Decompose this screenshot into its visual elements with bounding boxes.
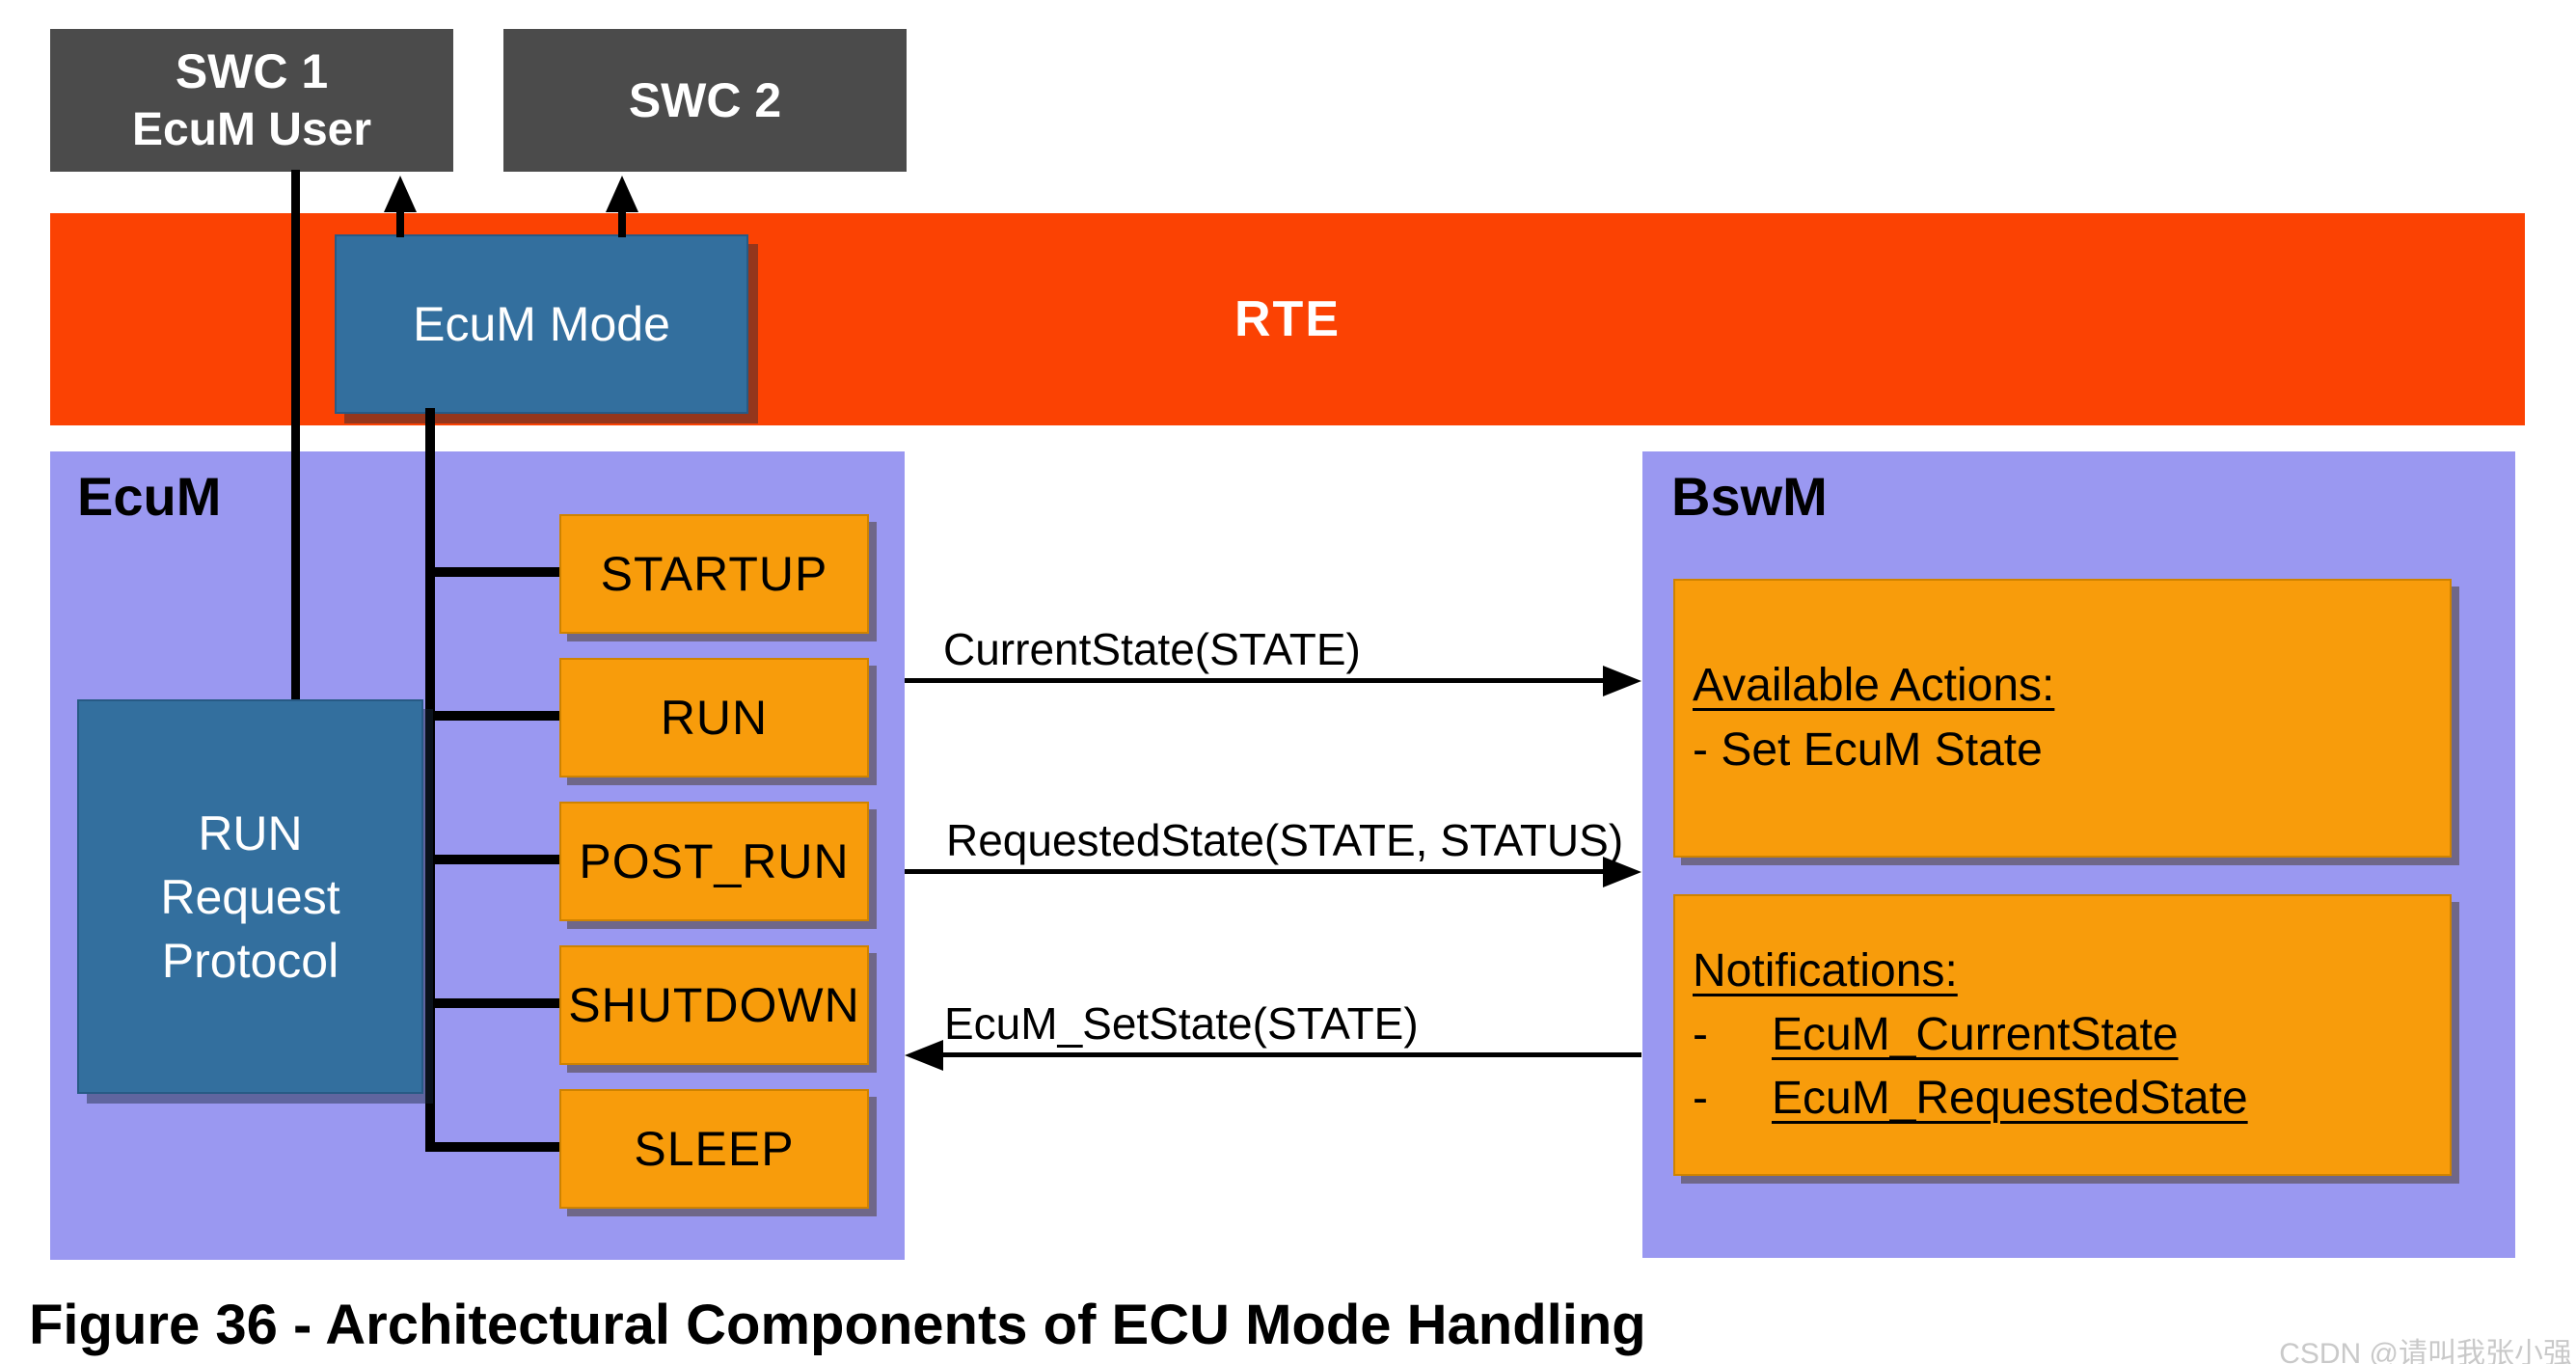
rrp-line3: Protocol xyxy=(161,933,339,988)
notification-item: - EcuM_RequestedState xyxy=(1693,1067,2450,1131)
state-box-startup: STARTUP xyxy=(559,514,869,634)
connector-stub-startup xyxy=(430,567,559,577)
ecum-region-label: EcuM xyxy=(77,466,222,527)
state-box-sleep: SLEEP xyxy=(559,1089,869,1209)
arrow-shaft xyxy=(396,208,404,237)
arrow-shaft xyxy=(905,869,1605,874)
arrowhead-right-icon xyxy=(1603,666,1641,696)
arrow-shaft xyxy=(941,1052,1641,1057)
arrowhead-up-icon xyxy=(384,176,417,212)
rte-label: RTE xyxy=(1234,291,1341,347)
ecum-mode-box: EcuM Mode xyxy=(335,234,748,414)
arrowhead-left-icon xyxy=(905,1040,943,1071)
notification-item: - EcuM_CurrentState xyxy=(1693,1003,2450,1067)
swc2-box: SWC 2 xyxy=(503,29,907,172)
swc1-box: SWC 1 EcuM User xyxy=(50,29,453,172)
available-actions-panel: Available Actions: - Set EcuM State xyxy=(1673,579,2452,858)
connector-ecummode-trunk xyxy=(425,408,435,1152)
arrowhead-right-icon xyxy=(1603,857,1641,887)
swc1-title: SWC 1 xyxy=(175,43,329,98)
notification-bullet: - xyxy=(1693,1073,1708,1125)
notifications-title: Notifications: xyxy=(1693,944,1958,996)
state-box-post-run: POST_RUN xyxy=(559,802,869,921)
state-box-run: RUN xyxy=(559,658,869,777)
connector-stub-post-run xyxy=(430,855,559,864)
connector-swc1-to-run-request xyxy=(291,170,300,701)
run-request-protocol-box: RUN Request Protocol xyxy=(77,699,423,1094)
notification-link-ecum-currentstate: EcuM_CurrentState xyxy=(1772,1008,2179,1060)
available-actions-item: - Set EcuM State xyxy=(1693,723,2043,776)
notification-link-ecum-requestedstate: EcuM_RequestedState xyxy=(1772,1073,2248,1125)
notification-bullet: - xyxy=(1693,1008,1708,1060)
available-actions-title: Available Actions: xyxy=(1693,660,2055,712)
arrow-shaft xyxy=(905,678,1605,683)
bswm-region-label: BswM xyxy=(1671,466,1828,527)
ecum-mode-label: EcuM Mode xyxy=(413,297,670,351)
notifications-panel: Notifications: - EcuM_CurrentState - Ecu… xyxy=(1673,894,2452,1176)
rrp-line1: RUN xyxy=(198,805,303,860)
swc1-subtitle: EcuM User xyxy=(131,104,372,156)
arrow-ecum-set-state-label: EcuM_SetState(STATE) xyxy=(944,998,1419,1049)
arrow-current-state-label: CurrentState(STATE) xyxy=(943,624,1361,674)
arrowhead-up-icon xyxy=(606,176,638,212)
arrow-requested-state-label: RequestedState(STATE, STATUS) xyxy=(946,815,1624,865)
figure-caption: Figure 36 - Architectural Components of … xyxy=(29,1294,1646,1356)
rrp-line2: Request xyxy=(160,869,340,924)
swc2-title: SWC 2 xyxy=(628,72,782,127)
arrow-shaft xyxy=(618,208,626,237)
connector-stub-sleep xyxy=(430,1142,559,1152)
state-box-shutdown: SHUTDOWN xyxy=(559,945,869,1065)
connector-stub-run xyxy=(430,711,559,721)
watermark: CSDN @请叫我张小强 xyxy=(2279,1338,2572,1364)
connector-stub-shutdown xyxy=(430,998,559,1008)
